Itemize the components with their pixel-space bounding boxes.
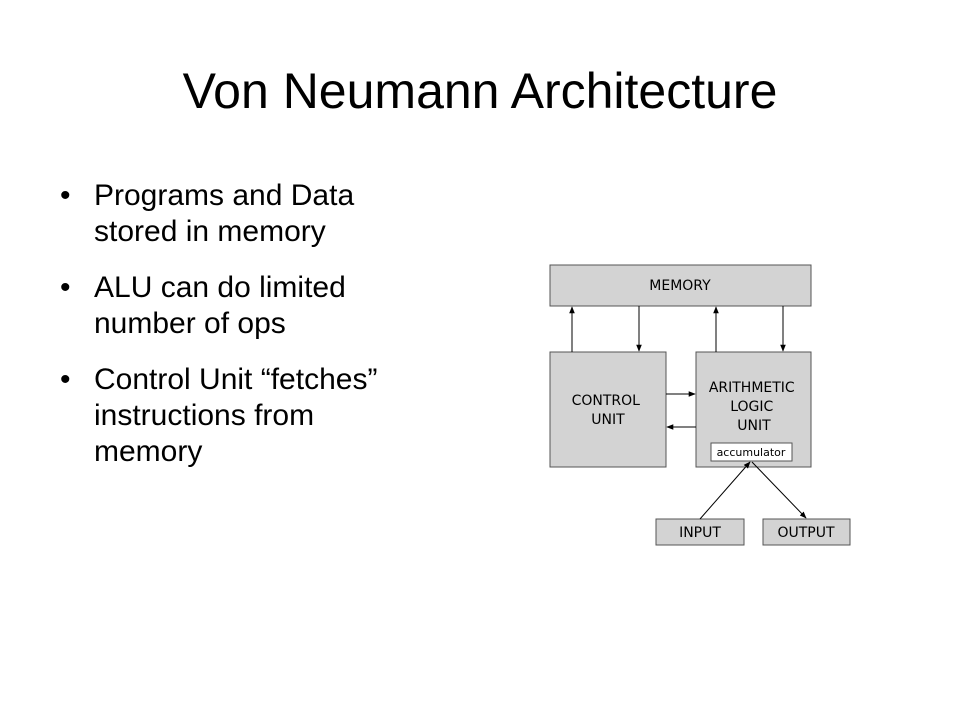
accumulator-box — [710, 442, 793, 462]
control-unit-box — [549, 351, 667, 468]
bullet-text-line: memory — [94, 435, 203, 468]
bullet-item: • Programs and Data stored in memory — [60, 178, 460, 250]
bullet-text-line: Control Unit “fetches” — [94, 363, 378, 396]
arrow-input-to-accumulator — [699, 461, 751, 520]
control-unit-label-line: CONTROL — [572, 393, 641, 409]
arrow-accumulator-to-output — [751, 461, 807, 519]
output-box — [762, 518, 851, 546]
bullet-list: • Programs and Data stored in memory • A… — [60, 178, 460, 490]
bullet-text-line: stored in memory — [94, 215, 326, 248]
bullet-item: • Control Unit “fetches” instructions fr… — [60, 362, 460, 470]
bullet-text-line: number of ops — [94, 307, 286, 340]
control-unit-label-line: UNIT — [591, 412, 625, 428]
alu-label-line: UNIT — [737, 418, 771, 434]
alu-label-line: LOGIC — [730, 399, 773, 415]
bullet-dot-icon: • — [60, 271, 71, 304]
bullet-dot-icon: • — [60, 363, 71, 396]
output-label: OUTPUT — [777, 525, 835, 541]
bullet-text-line: instructions from — [94, 399, 315, 432]
bullet-dot-icon: • — [60, 179, 71, 212]
input-label: INPUT — [679, 525, 721, 541]
input-box — [655, 518, 745, 546]
bullet-text-line: ALU can do limited — [94, 271, 346, 304]
alu-label: ARITHMETIC LOGIC UNIT — [709, 380, 799, 434]
bullet-item: • ALU can do limited number of ops — [60, 270, 460, 342]
memory-label: MEMORY — [649, 278, 711, 294]
control-unit-label: CONTROL UNIT — [572, 393, 645, 428]
slide-title: Von Neumann Architecture — [182, 63, 778, 119]
memory-box — [549, 264, 812, 307]
accumulator-label: accumulator — [717, 446, 786, 459]
alu-label-line: ARITHMETIC — [709, 380, 795, 396]
bullet-text-line: Programs and Data — [94, 179, 355, 212]
